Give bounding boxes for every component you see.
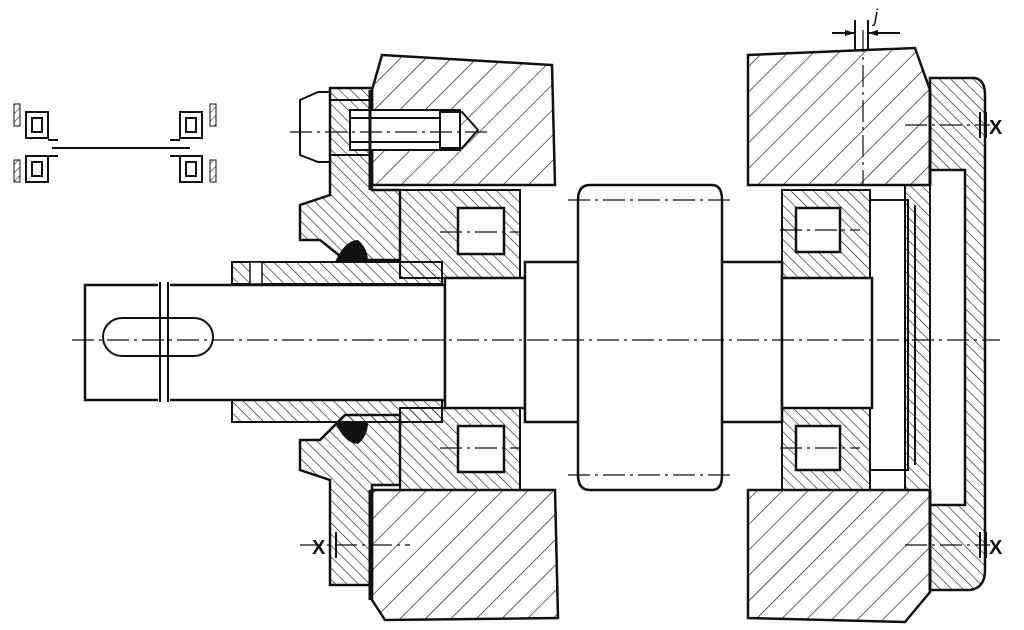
bearing-right <box>781 189 871 491</box>
section-mark-bottom-right: X <box>989 537 1003 559</box>
bearing-arrangement-schematic <box>13 103 217 183</box>
center-lines <box>72 30 1000 546</box>
housing-left-upper <box>370 53 557 187</box>
dimension-j: j <box>832 6 900 50</box>
housing-left-lower <box>370 488 560 622</box>
section-mark-top-right: X <box>989 117 1003 139</box>
bearing-left <box>399 189 521 491</box>
housing-right-lower <box>746 488 932 624</box>
section-mark-bottom-left: X <box>312 537 326 559</box>
seal-sleeve <box>231 240 443 444</box>
section-marks: X X X <box>312 112 1003 559</box>
dimension-label: j <box>871 6 879 26</box>
roller <box>576 183 724 492</box>
shaft <box>83 260 874 424</box>
bolt-top <box>299 91 480 163</box>
housing-right-upper <box>746 46 932 187</box>
